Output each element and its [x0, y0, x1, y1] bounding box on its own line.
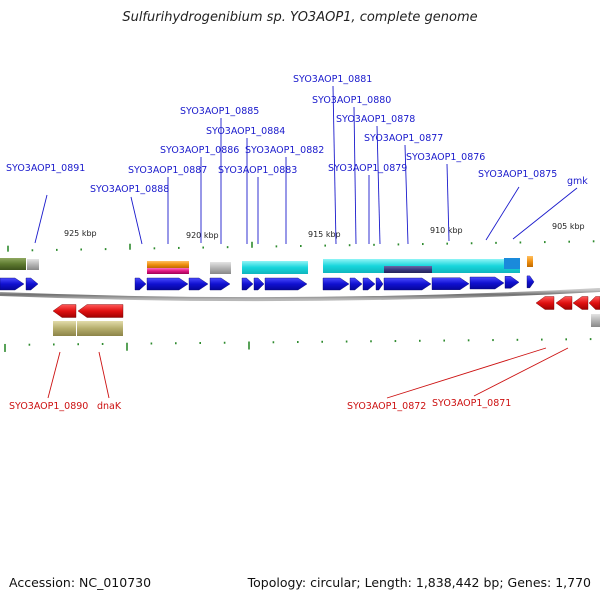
scale-label-915: 915 kbp	[308, 230, 341, 239]
gene-label-0882[interactable]: SYO3AOP1_0882	[245, 145, 324, 156]
forward-cds-arrow[interactable]	[0, 277, 25, 291]
reverse-cds-arrow[interactable]	[535, 296, 555, 310]
feature-orange-small	[527, 256, 533, 267]
upper-gene-labels: SYO3AOP1_0891 SYO3AOP1_0888 SYO3AOP1_088…	[6, 74, 588, 195]
feature-pink	[147, 268, 189, 274]
feature-gray	[210, 262, 231, 274]
feature-blue-end	[504, 258, 520, 269]
feature-orange	[147, 261, 189, 268]
reverse-cds-arrow[interactable]	[555, 296, 573, 310]
upper-leader-line	[404, 144, 409, 245]
gene-label-dnak[interactable]: dnaK	[97, 401, 122, 412]
forward-cds-arrow[interactable]	[375, 277, 384, 291]
label-leader-lines	[34, 85, 578, 399]
forward-cds-arrow[interactable]	[431, 277, 470, 290]
forward-cds-arrow[interactable]	[146, 277, 189, 291]
scale-labels: 925 kbp 920 kbp 915 kbp 910 kbp 905 kbp	[64, 222, 585, 240]
gene-label-0883[interactable]: SYO3AOP1_0883	[218, 165, 297, 176]
upper-leader-line	[353, 106, 357, 245]
gene-label-0875[interactable]: SYO3AOP1_0875	[478, 169, 557, 180]
feature-slate	[384, 266, 432, 273]
upper-leader-line	[512, 187, 578, 240]
feature-gray-small	[27, 259, 39, 270]
gene-label-0891[interactable]: SYO3AOP1_0891	[6, 163, 85, 174]
reverse-cds-arrow[interactable]	[77, 304, 124, 318]
genome-title: Sulfurihydrogenibium sp. YO3AOP1, comple…	[122, 10, 478, 25]
gene-label-gmk[interactable]: gmk	[567, 176, 588, 187]
genome-backbone	[0, 288, 600, 302]
gene-label-0878[interactable]: SYO3AOP1_0878	[336, 114, 415, 125]
feature-olive-1	[53, 321, 76, 336]
forward-cds-arrow[interactable]	[253, 277, 265, 291]
forward-cds-arrow[interactable]	[362, 277, 376, 291]
reverse-cds-track	[52, 296, 600, 318]
lower-leader-line	[98, 351, 110, 399]
feature-olive-green	[0, 258, 26, 270]
upper-leader-line	[485, 186, 520, 241]
gene-label-0876[interactable]: SYO3AOP1_0876	[406, 152, 485, 163]
reverse-cds-arrow[interactable]	[572, 296, 589, 310]
lower-leader-line	[473, 347, 569, 397]
upper-feature-track	[0, 256, 533, 274]
feature-gray-right	[591, 314, 600, 327]
lower-leader-line	[386, 347, 547, 399]
feature-olive-2	[77, 321, 123, 336]
scale-label-910: 910 kbp	[430, 226, 463, 235]
forward-cds-arrow[interactable]	[134, 277, 147, 291]
position-ticks	[4, 240, 595, 352]
gene-label-0886[interactable]: SYO3AOP1_0886	[160, 145, 239, 156]
gene-label-0880[interactable]: SYO3AOP1_0880	[312, 95, 391, 106]
forward-cds-arrow[interactable]	[469, 276, 505, 290]
gene-label-0890[interactable]: SYO3AOP1_0890	[9, 401, 88, 412]
reverse-cds-arrow[interactable]	[52, 304, 77, 318]
forward-cds-arrow[interactable]	[188, 277, 209, 291]
forward-cds-arrow[interactable]	[504, 276, 520, 289]
forward-cds-arrow[interactable]	[241, 277, 254, 291]
upper-leader-line	[130, 196, 143, 245]
upper-leader-line	[446, 163, 450, 242]
scale-label-905: 905 kbp	[552, 222, 585, 231]
gene-label-0871[interactable]: SYO3AOP1_0871	[432, 398, 511, 409]
topology-text: Topology: circular; Length: 1,838,442 bp…	[247, 575, 591, 590]
forward-cds-track	[0, 275, 535, 291]
lower-feature-track	[53, 314, 600, 336]
forward-cds-arrow[interactable]	[383, 277, 432, 291]
scale-label-920: 920 kbp	[186, 231, 219, 240]
gene-label-0872[interactable]: SYO3AOP1_0872	[347, 401, 426, 412]
lower-gene-labels: SYO3AOP1_0890 dnaK SYO3AOP1_0872 SYO3AOP…	[9, 398, 511, 412]
lower-leader-line	[47, 351, 61, 399]
gene-label-0885[interactable]: SYO3AOP1_0885	[180, 106, 259, 117]
upper-leader-line	[376, 125, 381, 245]
gene-label-0879[interactable]: SYO3AOP1_0879	[328, 163, 407, 174]
gene-label-0888[interactable]: SYO3AOP1_0888	[90, 184, 169, 195]
feature-cyan-1	[242, 261, 308, 274]
upper-leader-line	[34, 194, 48, 244]
scale-label-925: 925 kbp	[64, 229, 97, 238]
forward-cds-arrow[interactable]	[349, 277, 363, 291]
accession-text: Accession: NC_010730	[9, 575, 152, 590]
forward-cds-arrow[interactable]	[264, 277, 308, 291]
gene-label-0877[interactable]: SYO3AOP1_0877	[364, 133, 443, 144]
forward-cds-arrow[interactable]	[322, 277, 350, 291]
gene-label-0881[interactable]: SYO3AOP1_0881	[293, 74, 372, 85]
gene-label-0884[interactable]: SYO3AOP1_0884	[206, 126, 285, 137]
forward-cds-arrow[interactable]	[526, 275, 535, 289]
reverse-cds-arrow[interactable]	[588, 296, 600, 310]
gene-label-0887[interactable]: SYO3AOP1_0887	[128, 165, 207, 176]
upper-leader-line	[332, 85, 337, 245]
forward-cds-arrow[interactable]	[25, 277, 39, 291]
forward-cds-arrow[interactable]	[209, 277, 231, 291]
